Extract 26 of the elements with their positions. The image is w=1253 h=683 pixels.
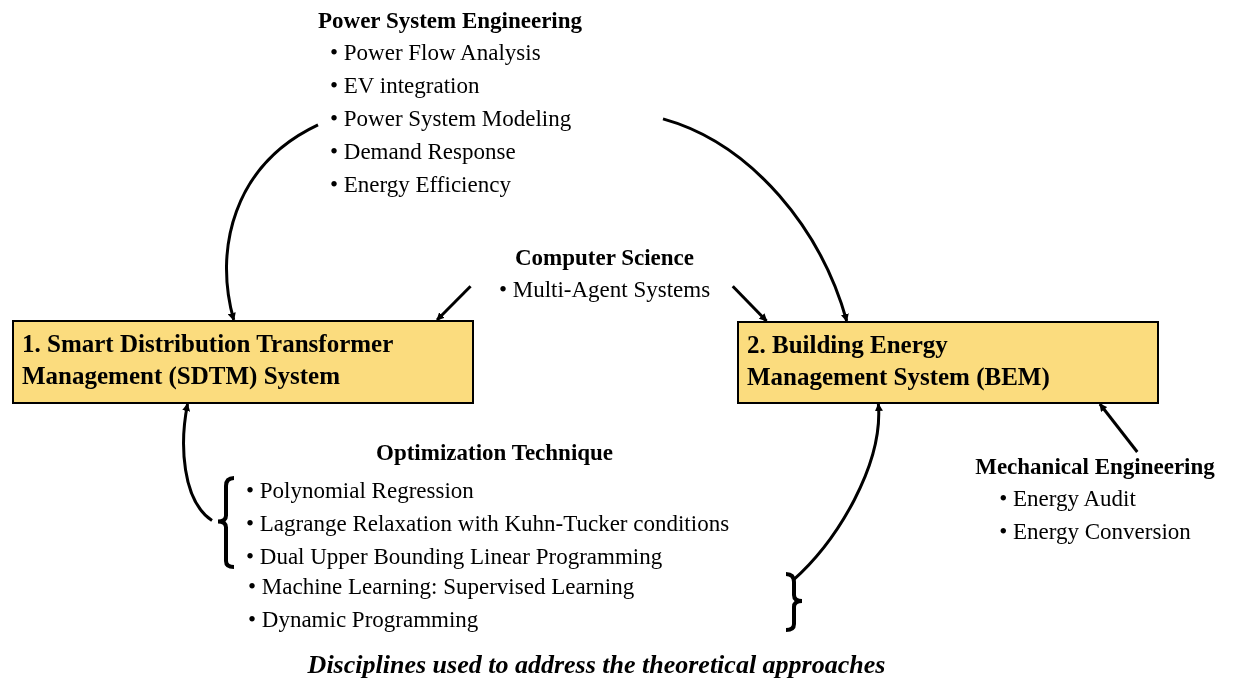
discipline-heading: Power System Engineering [318,7,584,35]
arrow [225,123,319,321]
list-item: • Energy Conversion [999,518,1191,546]
arrow [731,285,768,323]
list-item: • Machine Learning: Supervised Learning [248,573,635,601]
list-item: • Energy Audit [999,485,1137,513]
caption: Disciplines used to address the theoretical approaches [306,650,887,680]
arrow [1098,403,1139,453]
list-item: • Multi-Agent Systems [498,276,711,304]
discipline-heading: Mechanical Engineering [974,453,1216,481]
list-item: • Lagrange Relaxation with Kuhn-Tucker conditions [246,510,730,538]
system-box: 1. Smart Distribution Transformer Management (SDTM) System [12,320,474,404]
system-box: 2. Building Energy Management System (BEM) [737,321,1159,404]
discipline-heading: Computer Science [513,244,696,272]
arrow [662,117,849,322]
list-item: • Dual Upper Bounding Linear Programming [246,543,664,571]
list-item: • EV integration [330,72,481,100]
list-item: • Dynamic Programming [248,606,480,634]
section-heading: Optimization Technique [376,440,614,466]
arrow [182,403,213,522]
list-item: • Energy Efficiency [330,171,512,199]
list-item: • Polynomial Regression [246,477,475,505]
list-item: • Power Flow Analysis [330,39,542,67]
list-item: • Power System Modeling [330,105,573,133]
list-item: • Demand Response [330,138,517,166]
arrow [435,285,472,322]
